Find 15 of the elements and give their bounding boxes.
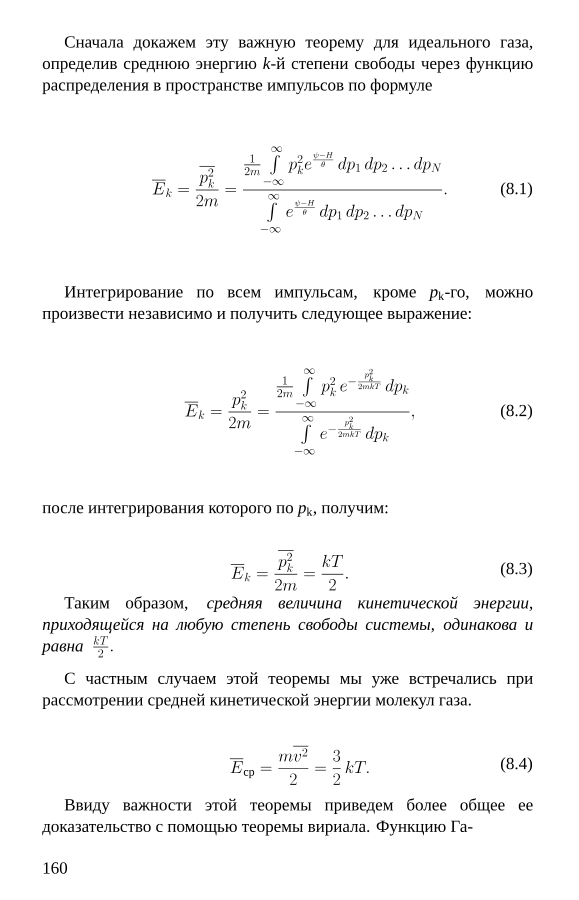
paragraph: Таким образом, средняя величина кинетической энергии, приходящейся на любую степень свободы системы, одинакова и равна $\frac{kT}{2}.$ [41, 596, 533, 658]
paragraph: Ввиду важности этой теоремы приведем более общее ее доказательство с помощью теоремы вириала. Функцию Га- [42, 798, 533, 836]
equation-number: (8.3) [500, 562, 532, 578]
page-number: 160 [44, 862, 68, 874]
equation-number: (8.2) [500, 404, 532, 420]
equation-number: (8.1) [500, 182, 532, 198]
paragraph: С частным случаем этой теоремы мы уже встречались при рассмотрении средней кинетической энергии молекул газа. [42, 672, 533, 709]
paragraph: Интегрирование по всем импульсам, кроме p$_{k}$-го, можно произвести независимо и получить следующее выражение: [42, 286, 533, 322]
equation: $\overline{E}_k = \frac{p_k^2}{2m} = \frac{\frac{1}{2m}\int\limits_{-\infty}^{\infty} p_k^2\, e^{-\frac{p_k^2}{2mkT}}\,dp_k}{\int\limits_{-\infty}^{\infty} e^{-\frac{p_k^2}{2mkT}}\,dp_k},$ [184, 368, 414, 454]
text-line: после интегрирования которого по p$_{k}$, получим: [42, 505, 388, 517]
equation-number: (8.4) [500, 757, 532, 773]
equation: $\overline{E}_{\text{ср}} = \frac{m\overline{v^2}}{2} = \frac{3}{2}\,kT.$ [230, 746, 369, 785]
equation: $\overline{E}_k = \frac{\overline{p_k^2}}{2m} = \frac{kT}{2}.$ [230, 550, 348, 591]
paragraph: Сначала докажем эту важную теорему для идеального газа, определив среднюю энергию k-й степени свободы через функцию распределения в пространстве импульсов по формуле [42, 36, 533, 94]
equation: $\overline{E}_k = \frac{\overline{p_k^2}}{2m} = \frac{\frac{1}{2m}\int\limits_{-\infty}^{\infty} p_k^2 e^{\frac{\psi - H}{\theta}}\,dp_1\,dp_2\ldots dp_N}{\int\limits_{-\infty}^{\infty} e^{\frac{\psi - H}{\theta}}\,dp_1\,dp_2\ldots dp_N}.$ [152, 146, 446, 232]
